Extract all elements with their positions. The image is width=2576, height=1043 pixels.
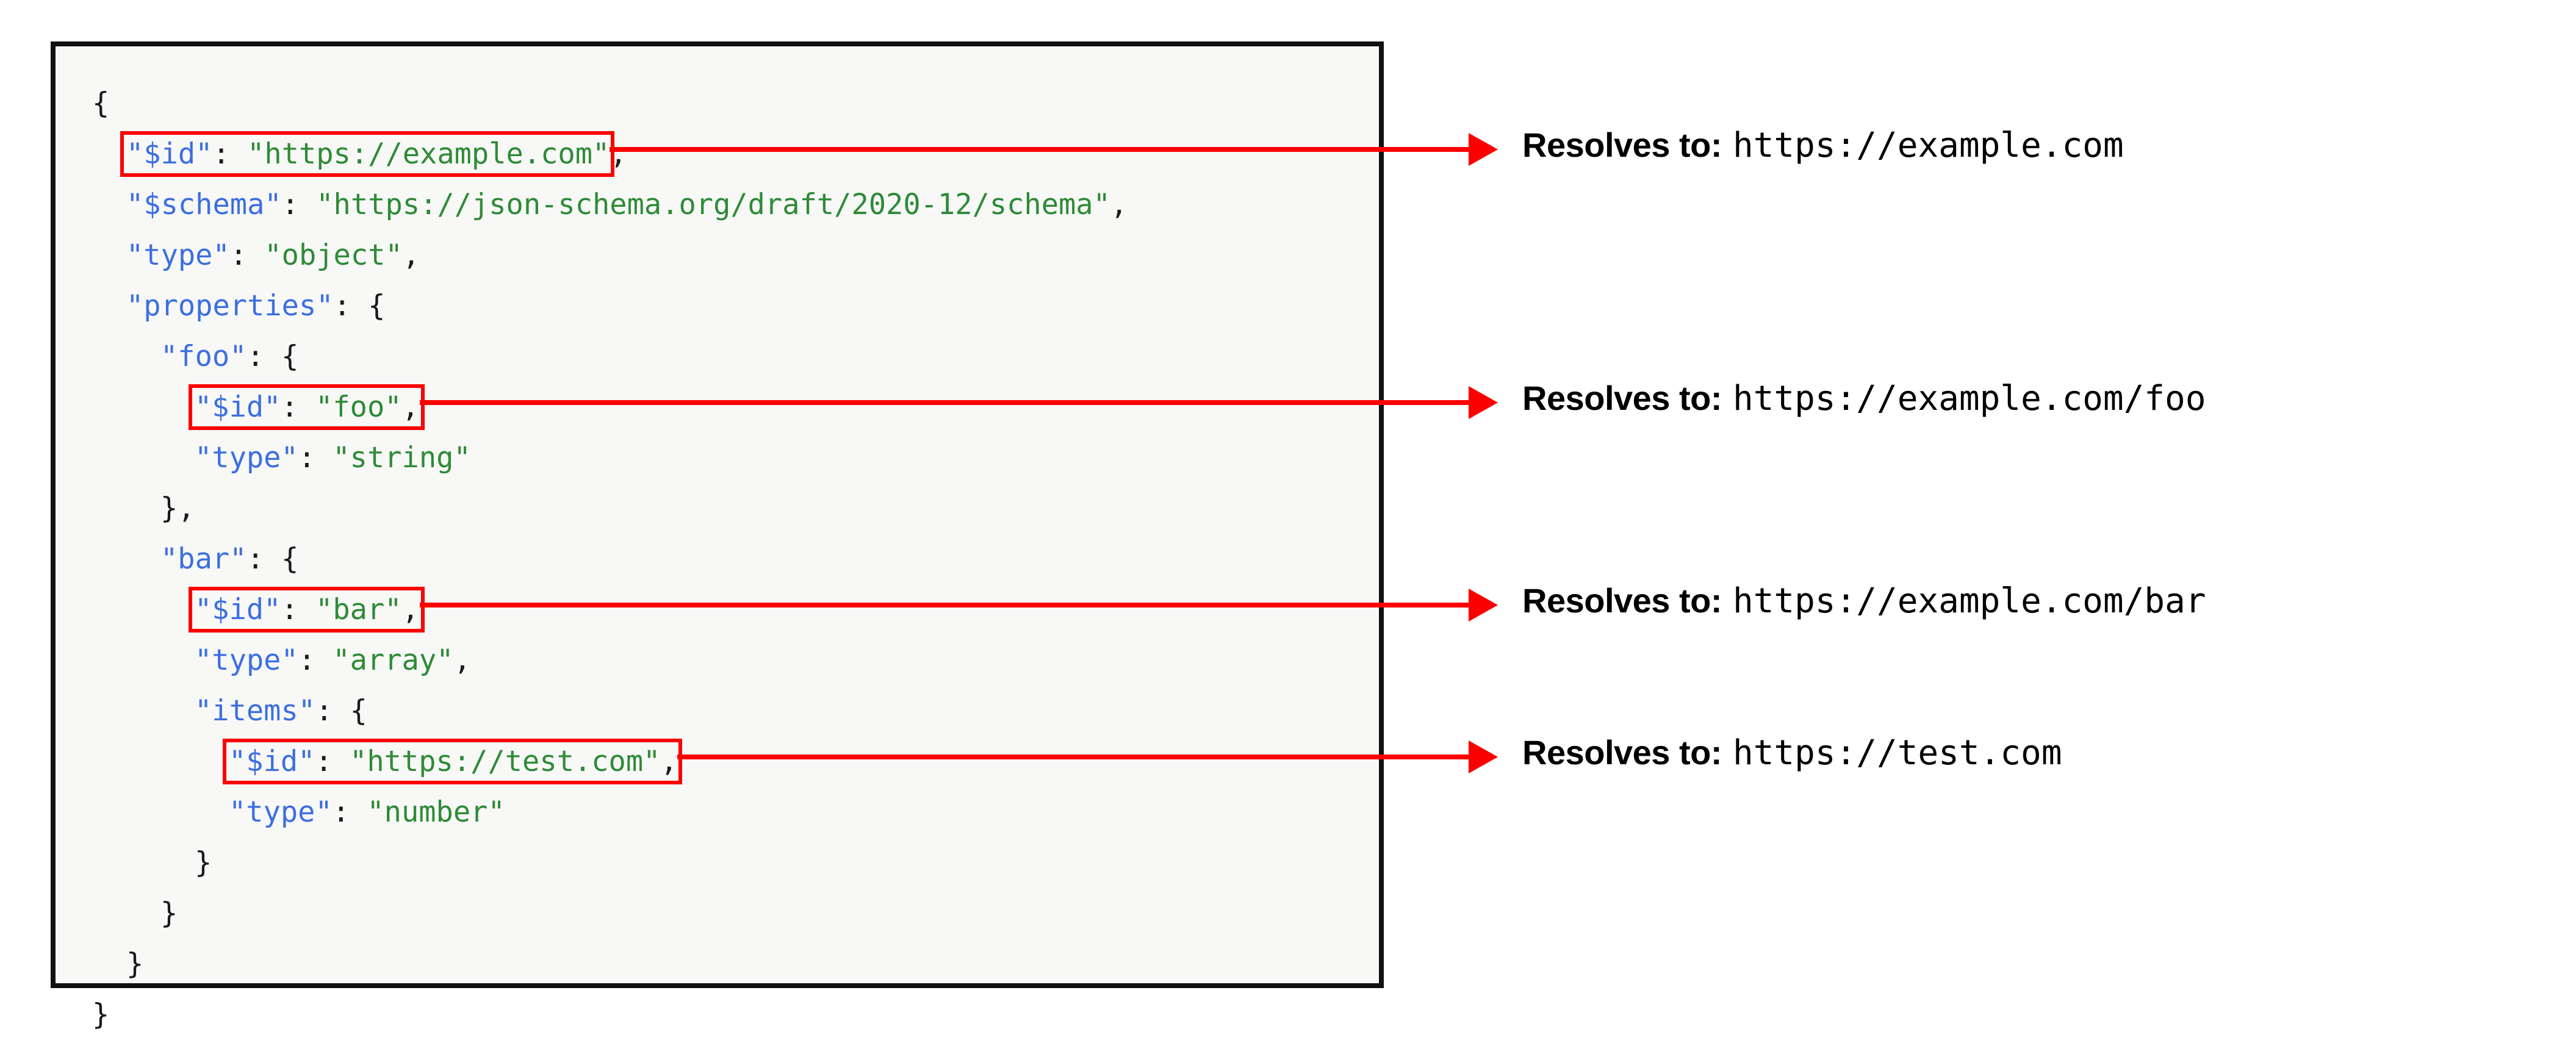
json-punctuation: : { bbox=[246, 340, 299, 373]
code-line: } bbox=[92, 989, 1128, 1040]
arrow-head-icon bbox=[1469, 132, 1498, 166]
json-punctuation: : bbox=[281, 390, 316, 424]
resolves-to-row: Resolves to: https://example.com/foo bbox=[1522, 378, 2206, 418]
code-line: "type": "object", bbox=[92, 230, 1128, 281]
resolves-to-row: Resolves to: https://example.com/bar bbox=[1522, 581, 2206, 621]
code-line: "$id": "foo", bbox=[92, 382, 1128, 432]
json-punctuation: : bbox=[229, 238, 265, 272]
json-punctuation: : bbox=[212, 137, 248, 171]
json-key: "type" bbox=[229, 795, 333, 829]
json-punctuation: , bbox=[1110, 188, 1128, 221]
resolves-to-row: Resolves to: https://test.com bbox=[1522, 733, 2062, 773]
json-punctuation: } bbox=[126, 947, 144, 981]
json-punctuation: : { bbox=[246, 542, 299, 576]
code-line: } bbox=[92, 939, 1128, 989]
code-line: } bbox=[92, 888, 1128, 939]
resolves-to-label: Resolves to: bbox=[1522, 581, 1722, 620]
code-line: } bbox=[92, 837, 1128, 888]
resolved-uri-value: https://example.com bbox=[1733, 125, 2124, 165]
json-punctuation: : bbox=[281, 593, 316, 626]
json-string-value: "https://json-schema.org/draft/2020-12/s… bbox=[316, 188, 1110, 221]
json-string-value: "https://test.com" bbox=[350, 745, 661, 778]
arrow-line bbox=[419, 400, 1469, 405]
code-line: "type": "number" bbox=[92, 787, 1128, 837]
arrow-head-icon bbox=[1469, 588, 1498, 622]
json-punctuation: , bbox=[402, 238, 420, 272]
code-line: "$id": "https://example.com", bbox=[92, 129, 1128, 179]
json-key: "$id" bbox=[229, 745, 315, 778]
arrow-head-icon bbox=[1469, 385, 1498, 419]
code-line: "properties": { bbox=[92, 281, 1128, 331]
json-key: "type" bbox=[126, 238, 230, 272]
json-key: "bar" bbox=[160, 542, 247, 576]
code-line: "bar": { bbox=[92, 534, 1128, 584]
code-line: "type": "array", bbox=[92, 635, 1128, 686]
resolved-uri-value: https://example.com/bar bbox=[1733, 581, 2206, 621]
resolves-to-row: Resolves to: https://example.com bbox=[1522, 125, 2124, 165]
json-punctuation: : bbox=[281, 188, 317, 221]
json-punctuation: , bbox=[401, 390, 419, 424]
json-punctuation: , bbox=[660, 745, 678, 778]
json-string-value: "https://example.com" bbox=[247, 137, 610, 171]
json-string-value: "foo" bbox=[315, 390, 402, 424]
json-key: "$id" bbox=[195, 390, 281, 424]
json-punctuation: : bbox=[298, 441, 333, 475]
json-key: "items" bbox=[195, 694, 316, 728]
json-key: "$id" bbox=[126, 137, 213, 171]
json-punctuation: : bbox=[298, 643, 333, 677]
resolved-uri-value: https://example.com/foo bbox=[1733, 378, 2206, 418]
json-string-value: "string" bbox=[333, 441, 471, 475]
code-line: "type": "string" bbox=[92, 432, 1128, 483]
json-string-value: "object" bbox=[264, 238, 403, 272]
json-schema-code-block: {"$id": "https://example.com","$schema":… bbox=[51, 41, 1384, 1031]
json-key: "type" bbox=[195, 643, 298, 677]
code-line: "foo": { bbox=[92, 331, 1128, 382]
code-line: { bbox=[92, 78, 1128, 129]
json-punctuation: , bbox=[401, 593, 419, 626]
json-key: "type" bbox=[195, 441, 298, 475]
json-punctuation: , bbox=[453, 643, 471, 677]
json-key: "$id" bbox=[195, 593, 281, 626]
json-key: "foo" bbox=[160, 340, 247, 373]
json-punctuation: : bbox=[315, 745, 350, 778]
json-punctuation: : { bbox=[333, 289, 386, 323]
json-punctuation: : { bbox=[315, 694, 367, 728]
json-punctuation: : bbox=[332, 795, 367, 829]
resolves-to-label: Resolves to: bbox=[1522, 733, 1722, 772]
arrow-line bbox=[677, 754, 1469, 759]
json-string-value: "bar" bbox=[315, 593, 402, 626]
arrow-line bbox=[419, 602, 1469, 608]
code-line: "items": { bbox=[92, 686, 1128, 736]
json-key: "$schema" bbox=[126, 188, 282, 221]
json-punctuation: } bbox=[195, 846, 212, 880]
resolved-uri-value: https://test.com bbox=[1733, 733, 2062, 773]
code-listing: {"$id": "https://example.com","$schema":… bbox=[92, 78, 1128, 1040]
code-line: }, bbox=[92, 483, 1128, 534]
json-punctuation: } bbox=[92, 998, 110, 1031]
resolves-to-label: Resolves to: bbox=[1522, 378, 1722, 417]
json-string-value: "array" bbox=[333, 643, 454, 677]
json-string-value: "number" bbox=[367, 795, 505, 829]
arrow-line bbox=[609, 146, 1469, 152]
json-punctuation: , bbox=[610, 137, 627, 171]
code-line: "$schema": "https://json-schema.org/draf… bbox=[92, 179, 1128, 230]
json-punctuation: }, bbox=[160, 492, 195, 525]
json-punctuation: { bbox=[92, 87, 110, 120]
code-line: "$id": "bar", bbox=[92, 584, 1128, 635]
code-line: "$id": "https://test.com", bbox=[92, 736, 1128, 787]
resolves-to-label: Resolves to: bbox=[1522, 125, 1722, 164]
json-punctuation: } bbox=[160, 897, 178, 930]
arrow-head-icon bbox=[1469, 740, 1498, 773]
json-key: "properties" bbox=[126, 289, 334, 323]
